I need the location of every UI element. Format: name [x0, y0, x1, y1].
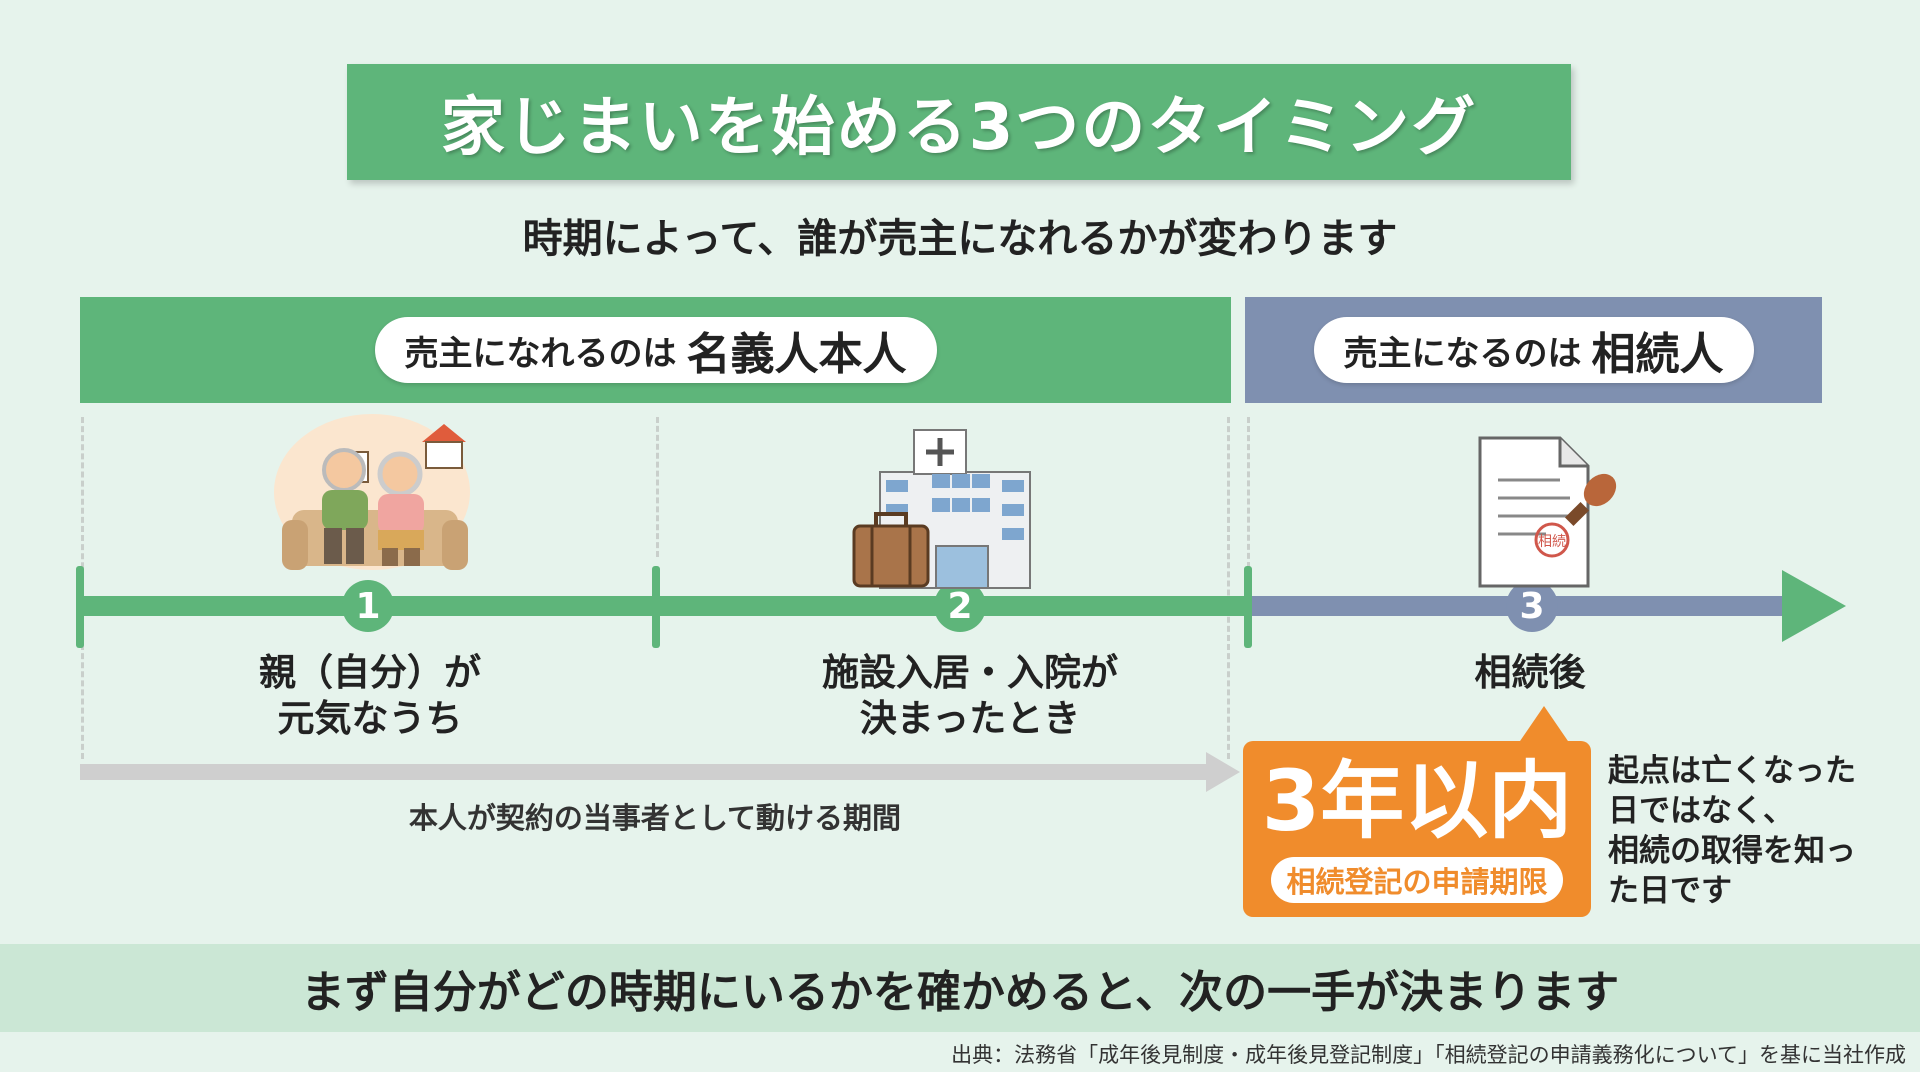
stamp-text: 相続	[1538, 533, 1566, 550]
conclusion-text: まず自分がどの時期にいるかを確かめると、次の一手が決まります	[300, 967, 1620, 1018]
note-line-2: 日ではなく、	[1608, 793, 1794, 829]
deadline-note: 起点は亡くなった 日ではなく、 相続の取得を知っ た日です	[1608, 751, 1878, 911]
deadline-box: 3年以内 相続登記の申請期限	[1243, 741, 1591, 917]
seller-owner-pill: 売主になれるのは 名義人本人	[374, 317, 937, 383]
period-caption: 本人が契約の当事者として動ける期間	[408, 801, 902, 835]
stage-1-label: 親（自分）が 元気なうち	[190, 650, 550, 742]
stage-3-number: 3	[1506, 580, 1558, 632]
stage-1-line1: 親（自分）が	[259, 651, 481, 694]
seller-owner-band: 売主になれるのは 名義人本人	[80, 297, 1231, 403]
seller-owner-prefix: 売主になれるのは	[404, 333, 677, 374]
title-banner: 家じまいを始める3つのタイミング	[347, 64, 1571, 180]
page-title: 家じまいを始める3つのタイミング	[440, 91, 1478, 165]
source-note: 出典：法務省「成年後見制度・成年後見登記制度」「相続登記の申請義務化について」を…	[951, 1043, 1906, 1067]
stage-2-line1: 施設入居・入院が	[822, 651, 1118, 694]
deadline-pointer	[1518, 706, 1570, 744]
divider-phase	[1227, 417, 1230, 759]
elderly-couple-icon	[274, 414, 470, 570]
stage-3-label: 相続後	[1380, 650, 1680, 696]
seller-heir-band: 売主になるのは 相続人	[1245, 297, 1822, 403]
stage-2-label: 施設入居・入院が 決まったとき	[780, 650, 1160, 742]
stage-3-line1: 相続後	[1474, 651, 1586, 694]
seller-heir-emphasis: 相続人	[1591, 329, 1724, 380]
note-line-3: 相続の取得を知っ	[1608, 833, 1856, 869]
document-stamp-icon: 相続	[1478, 436, 1617, 588]
divider-middle	[656, 417, 659, 557]
divider-left	[81, 417, 84, 759]
seller-heir-prefix: 売主になるのは	[1343, 333, 1582, 374]
stage-1-line2: 元気なうち	[277, 697, 463, 740]
stage-2-line2: 決まったとき	[859, 697, 1081, 740]
deadline-tag: 相続登記の申請期限	[1271, 857, 1563, 903]
subtitle: 時期によって、誰が売主になれるかが変わります	[522, 216, 1398, 262]
hospital-building-icon	[852, 429, 1031, 589]
conclusion-band: まず自分がどの時期にいるかを確かめると、次の一手が決まります	[0, 944, 1920, 1032]
seller-owner-emphasis: 名義人本人	[686, 329, 907, 380]
note-line-4: た日です	[1608, 873, 1732, 909]
note-line-1: 起点は亡くなった	[1608, 753, 1856, 789]
stage-1-number: 1	[342, 580, 394, 632]
seller-heir-pill: 売主になるのは 相続人	[1313, 317, 1754, 383]
deadline-headline: 3年以内	[1261, 752, 1573, 850]
divider-phase-right	[1247, 417, 1250, 577]
